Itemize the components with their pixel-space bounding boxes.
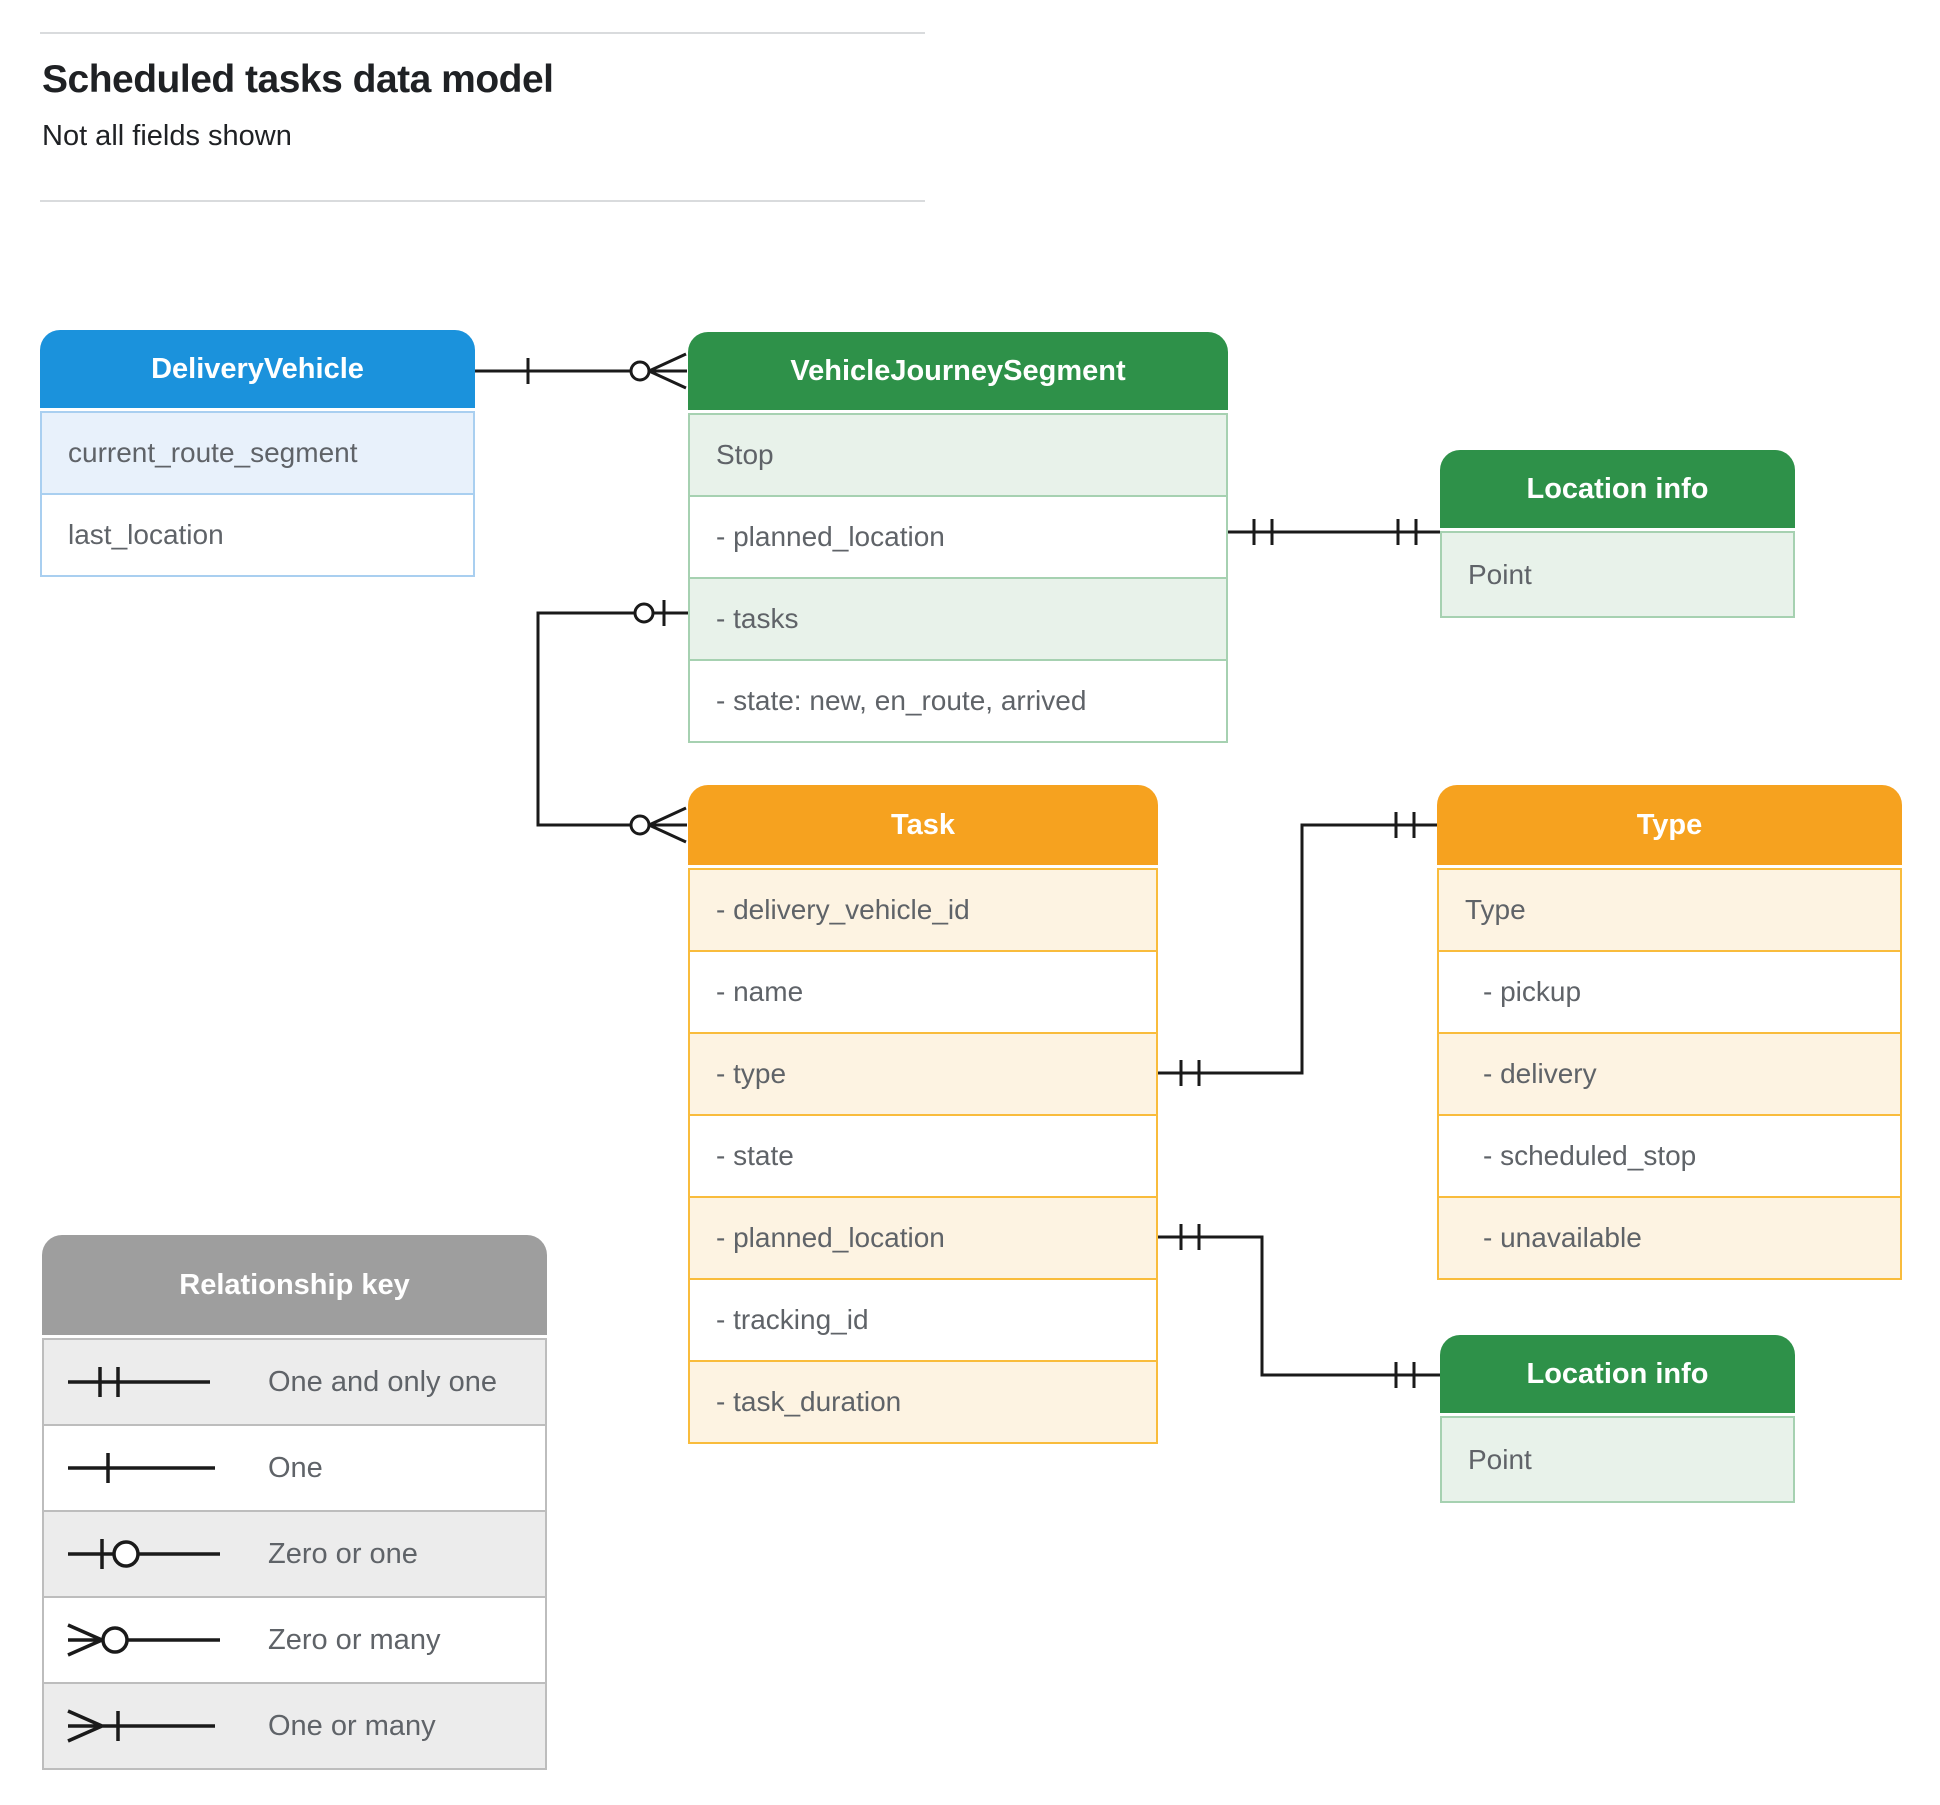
one-and-only-one-symbol: [68, 1367, 210, 1397]
key-label: One and only one: [268, 1365, 497, 1398]
entity-vehicle-journey-segment-fields: Stop - planned_location - tasks - state:…: [688, 413, 1228, 743]
key-row-zero-or-one: Zero or one: [44, 1510, 545, 1596]
entity-location-info-top-title: Location info: [1440, 450, 1795, 528]
relationship-key: Relationship key One and only one One: [42, 1235, 547, 1770]
key-row-one: One: [44, 1424, 545, 1510]
key-row-zero-or-many: Zero or many: [44, 1596, 545, 1682]
key-label: Zero or many: [268, 1623, 441, 1656]
page-title: Scheduled tasks data model: [42, 58, 554, 101]
field-unavailable: - unavailable: [1439, 1196, 1900, 1278]
field-point: Point: [1442, 533, 1793, 616]
field-point: Point: [1442, 1418, 1793, 1501]
connector-task-locationinfo-bottom: [1158, 1224, 1440, 1388]
field-state: - state: new, en_route, arrived: [690, 659, 1226, 741]
key-label: Zero or one: [268, 1537, 418, 1570]
entity-location-info-top-fields: Point: [1440, 531, 1795, 618]
zero-or-many-symbol: [67, 1623, 220, 1657]
entity-location-info-bottom-fields: Point: [1440, 1416, 1795, 1503]
entity-location-info-bottom-title: Location info: [1440, 1335, 1795, 1413]
field-type: - type: [690, 1032, 1156, 1114]
relationship-key-title: Relationship key: [42, 1235, 547, 1335]
title-divider: [40, 200, 925, 202]
key-label: One: [268, 1451, 323, 1484]
field-type: Type: [1439, 870, 1900, 950]
entity-delivery-vehicle-fields: current_route_segment last_location: [40, 411, 475, 577]
connector-task-type: [1158, 812, 1437, 1086]
field-current-route-segment: current_route_segment: [42, 413, 473, 493]
field-stop: Stop: [690, 415, 1226, 495]
zero-or-one-symbol: [68, 1539, 220, 1569]
one-symbol: [68, 1453, 215, 1483]
entity-task-title: Task: [688, 785, 1158, 865]
entity-location-info-bottom: Location info Point: [1440, 1335, 1795, 1503]
key-row-one-and-only-one: One and only one: [44, 1340, 545, 1424]
entity-vehicle-journey-segment-title: VehicleJourneySegment: [688, 332, 1228, 410]
one-or-many-symbol: [67, 1709, 215, 1743]
field-task-duration: - task_duration: [690, 1360, 1156, 1442]
field-last-location: last_location: [42, 493, 473, 575]
connector-vjs-locationinfo-top: [1228, 519, 1440, 545]
entity-vehicle-journey-segment: VehicleJourneySegment Stop - planned_loc…: [688, 332, 1228, 743]
connector-vjs-task: [536, 600, 688, 844]
entity-delivery-vehicle-title: DeliveryVehicle: [40, 330, 475, 408]
entity-type-fields: Type - pickup - delivery - scheduled_sto…: [1437, 868, 1902, 1280]
connector-deliveryvehicle-vehiclejourneysegment: [475, 352, 687, 390]
field-name: - name: [690, 950, 1156, 1032]
field-delivery: - delivery: [1439, 1032, 1900, 1114]
field-planned-location: - planned_location: [690, 1196, 1156, 1278]
top-divider: [40, 32, 925, 34]
entity-location-info-top: Location info Point: [1440, 450, 1795, 618]
entity-type-title: Type: [1437, 785, 1902, 865]
relationship-key-rows: One and only one One Zero or one: [42, 1338, 547, 1770]
field-planned-location: - planned_location: [690, 495, 1226, 577]
page-subtitle: Not all fields shown: [42, 120, 292, 152]
entity-delivery-vehicle: DeliveryVehicle current_route_segment la…: [40, 330, 475, 577]
entity-task-fields: - delivery_vehicle_id - name - type - st…: [688, 868, 1158, 1444]
field-delivery-vehicle-id: - delivery_vehicle_id: [690, 870, 1156, 950]
key-label: One or many: [268, 1709, 436, 1742]
entity-task: Task - delivery_vehicle_id - name - type…: [688, 785, 1158, 1444]
field-scheduled-stop: - scheduled_stop: [1439, 1114, 1900, 1196]
field-tasks: - tasks: [690, 577, 1226, 659]
field-tracking-id: - tracking_id: [690, 1278, 1156, 1360]
entity-type: Type Type - pickup - delivery - schedule…: [1437, 785, 1902, 1280]
key-row-one-or-many: One or many: [44, 1682, 545, 1768]
field-pickup: - pickup: [1439, 950, 1900, 1032]
field-state: - state: [690, 1114, 1156, 1196]
